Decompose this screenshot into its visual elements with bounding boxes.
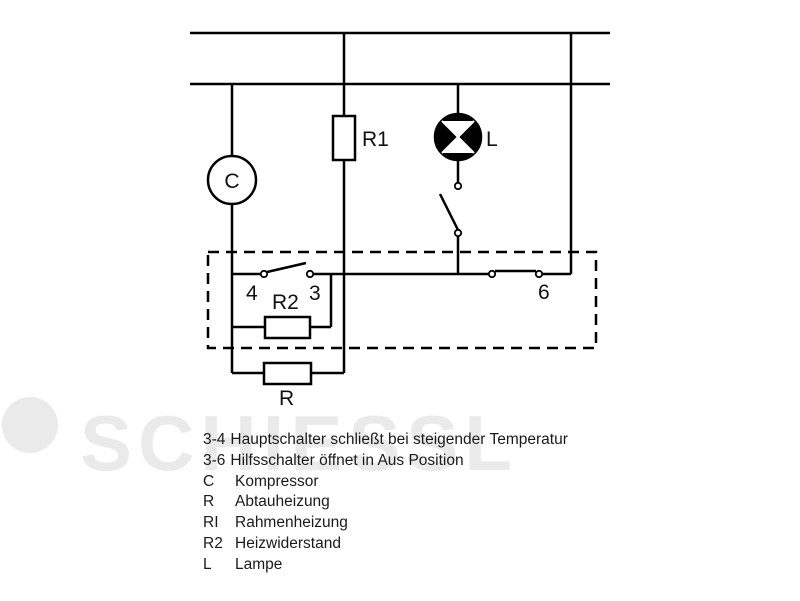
legend-code: C — [203, 472, 215, 490]
legend-text: Lampe — [235, 555, 283, 573]
contact-4-terminal — [259, 269, 269, 279]
resistor-r-label: R — [279, 387, 294, 410]
legend-text: Rahmenheizung — [235, 514, 348, 532]
legend-code: RI — [203, 514, 219, 532]
legend-item: R Abtauheizung — [203, 492, 568, 513]
lamp-symbol — [433, 112, 483, 162]
resistor-r2 — [263, 315, 312, 340]
lamp-switch-terminal-top — [453, 181, 463, 191]
resistor-r — [262, 361, 313, 386]
legend-item: C Kompressor — [203, 472, 568, 493]
legend-code: 3-4 — [203, 431, 226, 448]
legend-item: 3-4 Hauptschalter schließt bei steigende… — [203, 430, 568, 451]
legend-code: L — [203, 555, 212, 573]
contact-3-terminal — [305, 269, 315, 279]
resistor-r1 — [331, 114, 357, 162]
legend-code: R2 — [203, 534, 223, 552]
contact-6-label: 6 — [538, 281, 550, 304]
resistor-r2-label: R2 — [272, 291, 299, 314]
legend-item: R2 Heizwiderstand — [203, 534, 568, 555]
legend-text: Kompressor — [235, 472, 319, 490]
legend-item: RI Rahmenheizung — [203, 513, 568, 534]
resistor-r1-label: R1 — [362, 128, 389, 151]
contact-3-6-terminal-left — [487, 269, 497, 279]
legend-item: 3-6 Hilfsschalter öffnet in Aus Position — [203, 451, 568, 472]
legend: 3-4 Hauptschalter schließt bei steigende… — [203, 430, 568, 576]
legend-text: Hilfsschalter öffnet in Aus Position — [230, 451, 464, 469]
thermostat-box — [206, 250, 598, 350]
lamp-switch-terminal-bottom — [453, 228, 463, 238]
compressor-symbol — [206, 154, 258, 206]
legend-text: Hauptschalter schließt bei steigender Te… — [230, 431, 568, 448]
legend-text: Heizwiderstand — [235, 534, 341, 552]
circuit-wires — [190, 31, 610, 375]
legend-text: Abtauheizung — [235, 493, 330, 511]
legend-code: R — [203, 493, 215, 511]
legend-item: L Lampe — [203, 555, 568, 576]
legend-code: 3-6 — [203, 451, 226, 469]
contact-6-terminal — [534, 269, 544, 279]
watermark-logo-icon — [2, 397, 58, 453]
compressor-label: C — [224, 170, 239, 193]
lamp-label: L — [486, 128, 498, 151]
contact-3-label: 3 — [309, 282, 321, 305]
watermark-logo: SCHIESSL — [2, 397, 518, 487]
watermark-text: SCHIESSL — [80, 399, 518, 487]
lamp-switch-blade — [438, 193, 460, 231]
contact-4-label: 4 — [246, 282, 258, 305]
main-switch-blade — [266, 261, 307, 274]
